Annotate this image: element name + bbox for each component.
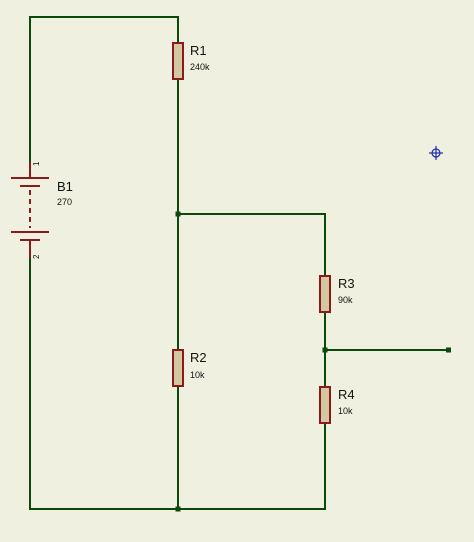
junction-dot (175, 506, 181, 512)
wire-top[interactable] (29, 16, 179, 163)
junction-dot (175, 211, 181, 217)
resistor-body (319, 386, 331, 424)
wires (29, 16, 449, 510)
r3-value: 90k (338, 295, 353, 305)
output-terminal[interactable] (446, 347, 451, 353)
battery-b1[interactable]: 1 2 B1 270 (11, 161, 73, 259)
resistor-body (172, 42, 184, 80)
resistor-r2[interactable]: R2 10k (172, 349, 207, 387)
battery-pin-1: 1 (32, 161, 41, 166)
resistor-r4[interactable]: R4 10k (319, 386, 355, 424)
resistor-r3[interactable]: R3 90k (319, 275, 355, 313)
battery-reference: B1 (57, 179, 73, 194)
junction-dot (322, 347, 328, 353)
r1-value: 240k (190, 62, 210, 72)
origin-marker-icon (429, 146, 443, 160)
battery-pin-2: 2 (32, 254, 41, 259)
resistor-body (172, 349, 184, 387)
r2-reference: R2 (190, 350, 207, 365)
r1-reference: R1 (190, 43, 207, 58)
wire-right-branch[interactable] (177, 213, 326, 277)
battery-value: 270 (57, 197, 72, 207)
resistor-body (319, 275, 331, 313)
r4-reference: R4 (338, 387, 355, 402)
r3-reference: R3 (338, 276, 355, 291)
junctions (175, 211, 451, 512)
resistor-r1[interactable]: R1 240k (172, 42, 210, 80)
r4-value: 10k (338, 406, 353, 416)
r2-value: 10k (190, 370, 205, 380)
